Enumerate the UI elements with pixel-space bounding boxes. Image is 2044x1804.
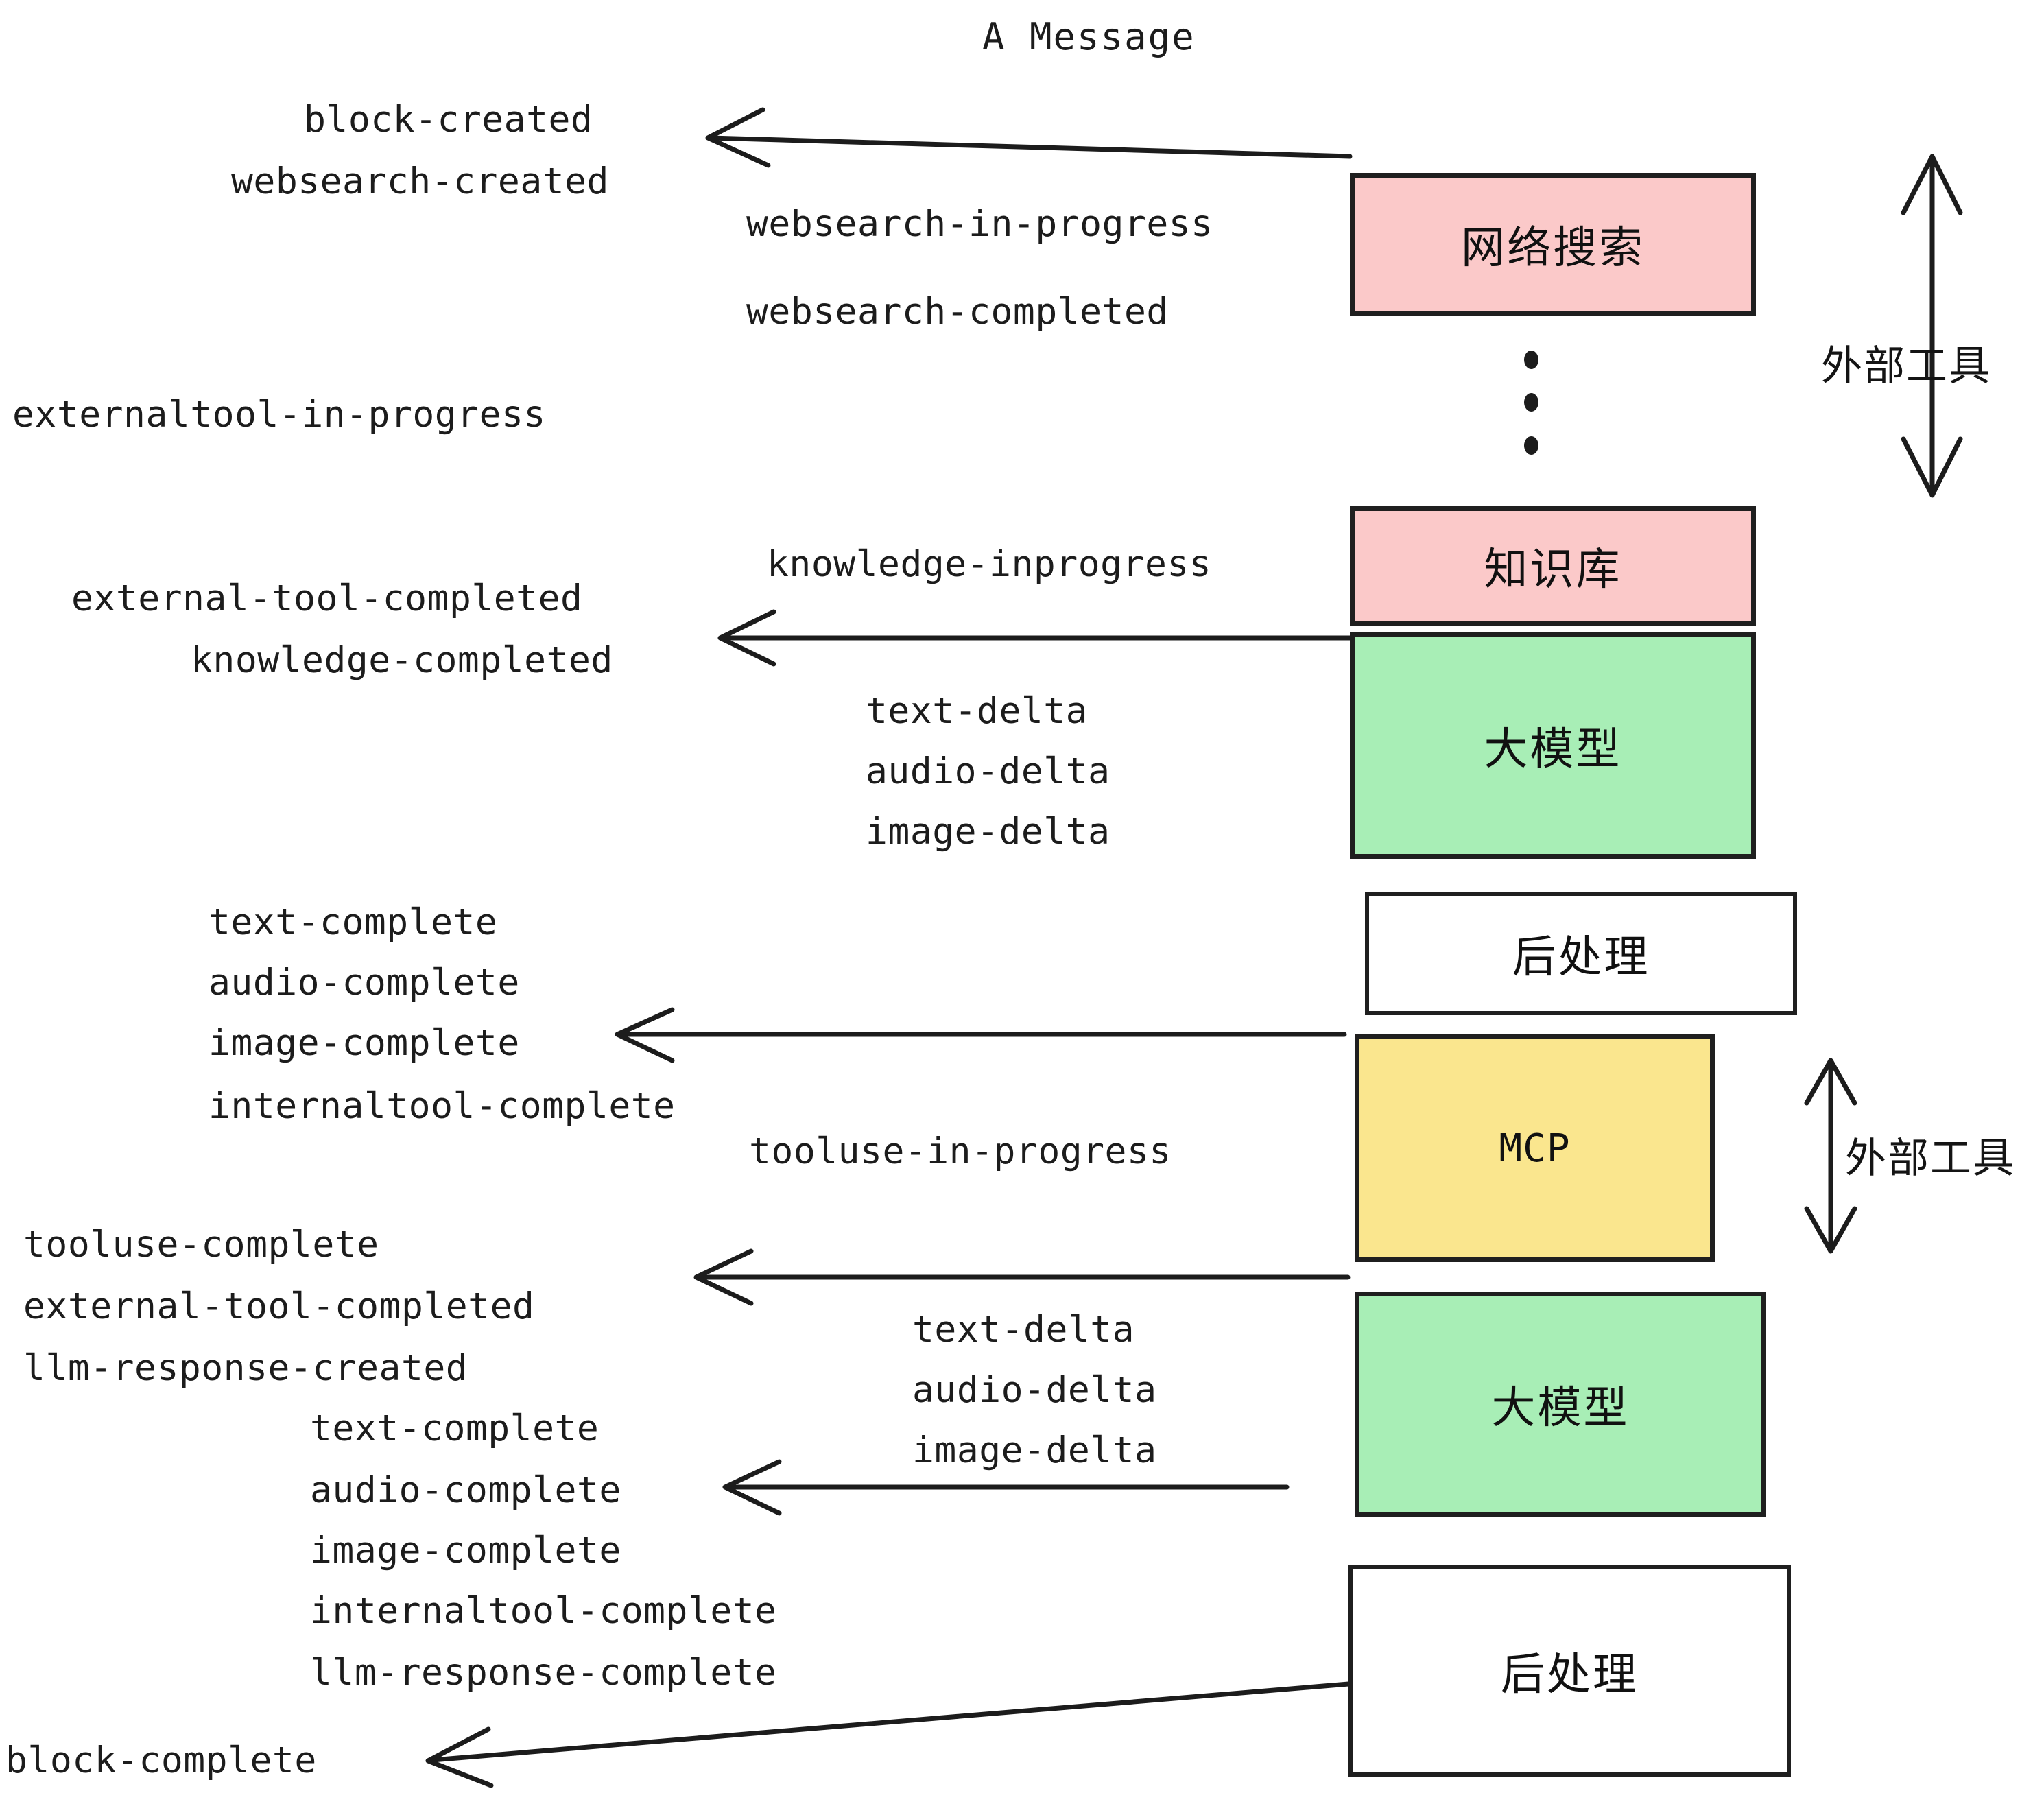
box-postprocess-second-label: 后处理 — [1501, 1650, 1639, 1700]
box-mcp-label: MCP — [1499, 1126, 1571, 1171]
event-websearch-created: websearch-created — [231, 161, 609, 202]
arrow-websearch-to-created — [705, 107, 1353, 168]
arrow-knowledge-to-completed — [717, 609, 1353, 667]
event-text-delta-1: text-delta — [866, 690, 1089, 732]
box-mcp[interactable]: MCP — [1355, 1034, 1715, 1262]
external-tool-label-top: 外部工具 — [1821, 342, 1991, 390]
diagram-title: A Message — [982, 15, 1196, 58]
event-internaltool-complete-2: internaltool-complete — [310, 1590, 777, 1632]
arrow-mcp-to-tooluse-complete — [693, 1248, 1351, 1306]
event-image-delta-1: image-delta — [866, 811, 1110, 853]
event-image-delta-2: image-delta — [912, 1429, 1157, 1471]
event-audio-complete-2: audio-complete — [310, 1469, 621, 1511]
external-tool-double-arrow-top — [1901, 154, 1963, 498]
box-knowledge[interactable]: 知识库 — [1350, 506, 1756, 626]
event-external-tool-completed-2: external-tool-completed — [23, 1285, 535, 1327]
event-block-complete: block-complete — [5, 1740, 317, 1781]
event-image-complete-2: image-complete — [310, 1530, 621, 1571]
external-tool-double-arrow-bottom-tail — [1804, 1206, 1857, 1254]
ellipsis-dot — [1524, 393, 1538, 412]
arrow-postprocess-to-block-complete — [425, 1681, 1351, 1788]
event-text-delta-2: text-delta — [912, 1309, 1135, 1351]
external-tool-label-bottom: 外部工具 — [1845, 1135, 2015, 1183]
box-postprocess-second[interactable]: 后处理 — [1348, 1565, 1791, 1777]
box-websearch[interactable]: 网络搜索 — [1350, 173, 1756, 316]
ellipsis-dot — [1524, 351, 1538, 369]
box-llm-first-label: 大模型 — [1484, 724, 1622, 775]
event-knowledge-completed: knowledge-completed — [191, 639, 613, 681]
box-knowledge-label: 知识库 — [1484, 545, 1622, 595]
box-postprocess-first[interactable]: 后处理 — [1365, 892, 1797, 1015]
event-tooluse-complete: tooluse-complete — [23, 1224, 379, 1266]
event-audio-delta-1: audio-delta — [866, 750, 1110, 792]
event-knowledge-inprogress: knowledge-inprogress — [767, 543, 1212, 585]
box-postprocess-first-label: 后处理 — [1512, 932, 1650, 983]
event-llm-response-created: llm-response-created — [23, 1347, 468, 1389]
box-llm-first[interactable]: 大模型 — [1350, 632, 1756, 859]
event-externaltool-in-progress: externaltool-in-progress — [12, 394, 546, 436]
event-text-complete-1: text-complete — [209, 901, 498, 943]
box-llm-second-label: 大模型 — [1491, 1383, 1630, 1434]
event-audio-delta-2: audio-delta — [912, 1369, 1157, 1411]
event-internaltool-complete-1: internaltool-complete — [209, 1085, 676, 1127]
event-external-tool-completed-1: external-tool-completed — [71, 578, 583, 619]
event-block-created: block-created — [304, 99, 593, 141]
event-image-complete-1: image-complete — [209, 1022, 520, 1064]
event-tooluse-in-progress: tooluse-in-progress — [749, 1130, 1172, 1172]
event-text-complete-2: text-complete — [310, 1408, 599, 1449]
event-websearch-in-progress: websearch-in-progress — [746, 203, 1213, 245]
ellipsis-dot — [1524, 436, 1538, 455]
event-websearch-completed: websearch-completed — [746, 291, 1169, 333]
box-llm-second[interactable]: 大模型 — [1355, 1292, 1766, 1517]
arrow-postprocess-to-image-complete — [615, 1007, 1347, 1063]
event-llm-response-complete: llm-response-complete — [310, 1652, 777, 1694]
event-audio-complete-1: audio-complete — [209, 962, 520, 1004]
box-websearch-label: 网络搜索 — [1461, 223, 1645, 274]
